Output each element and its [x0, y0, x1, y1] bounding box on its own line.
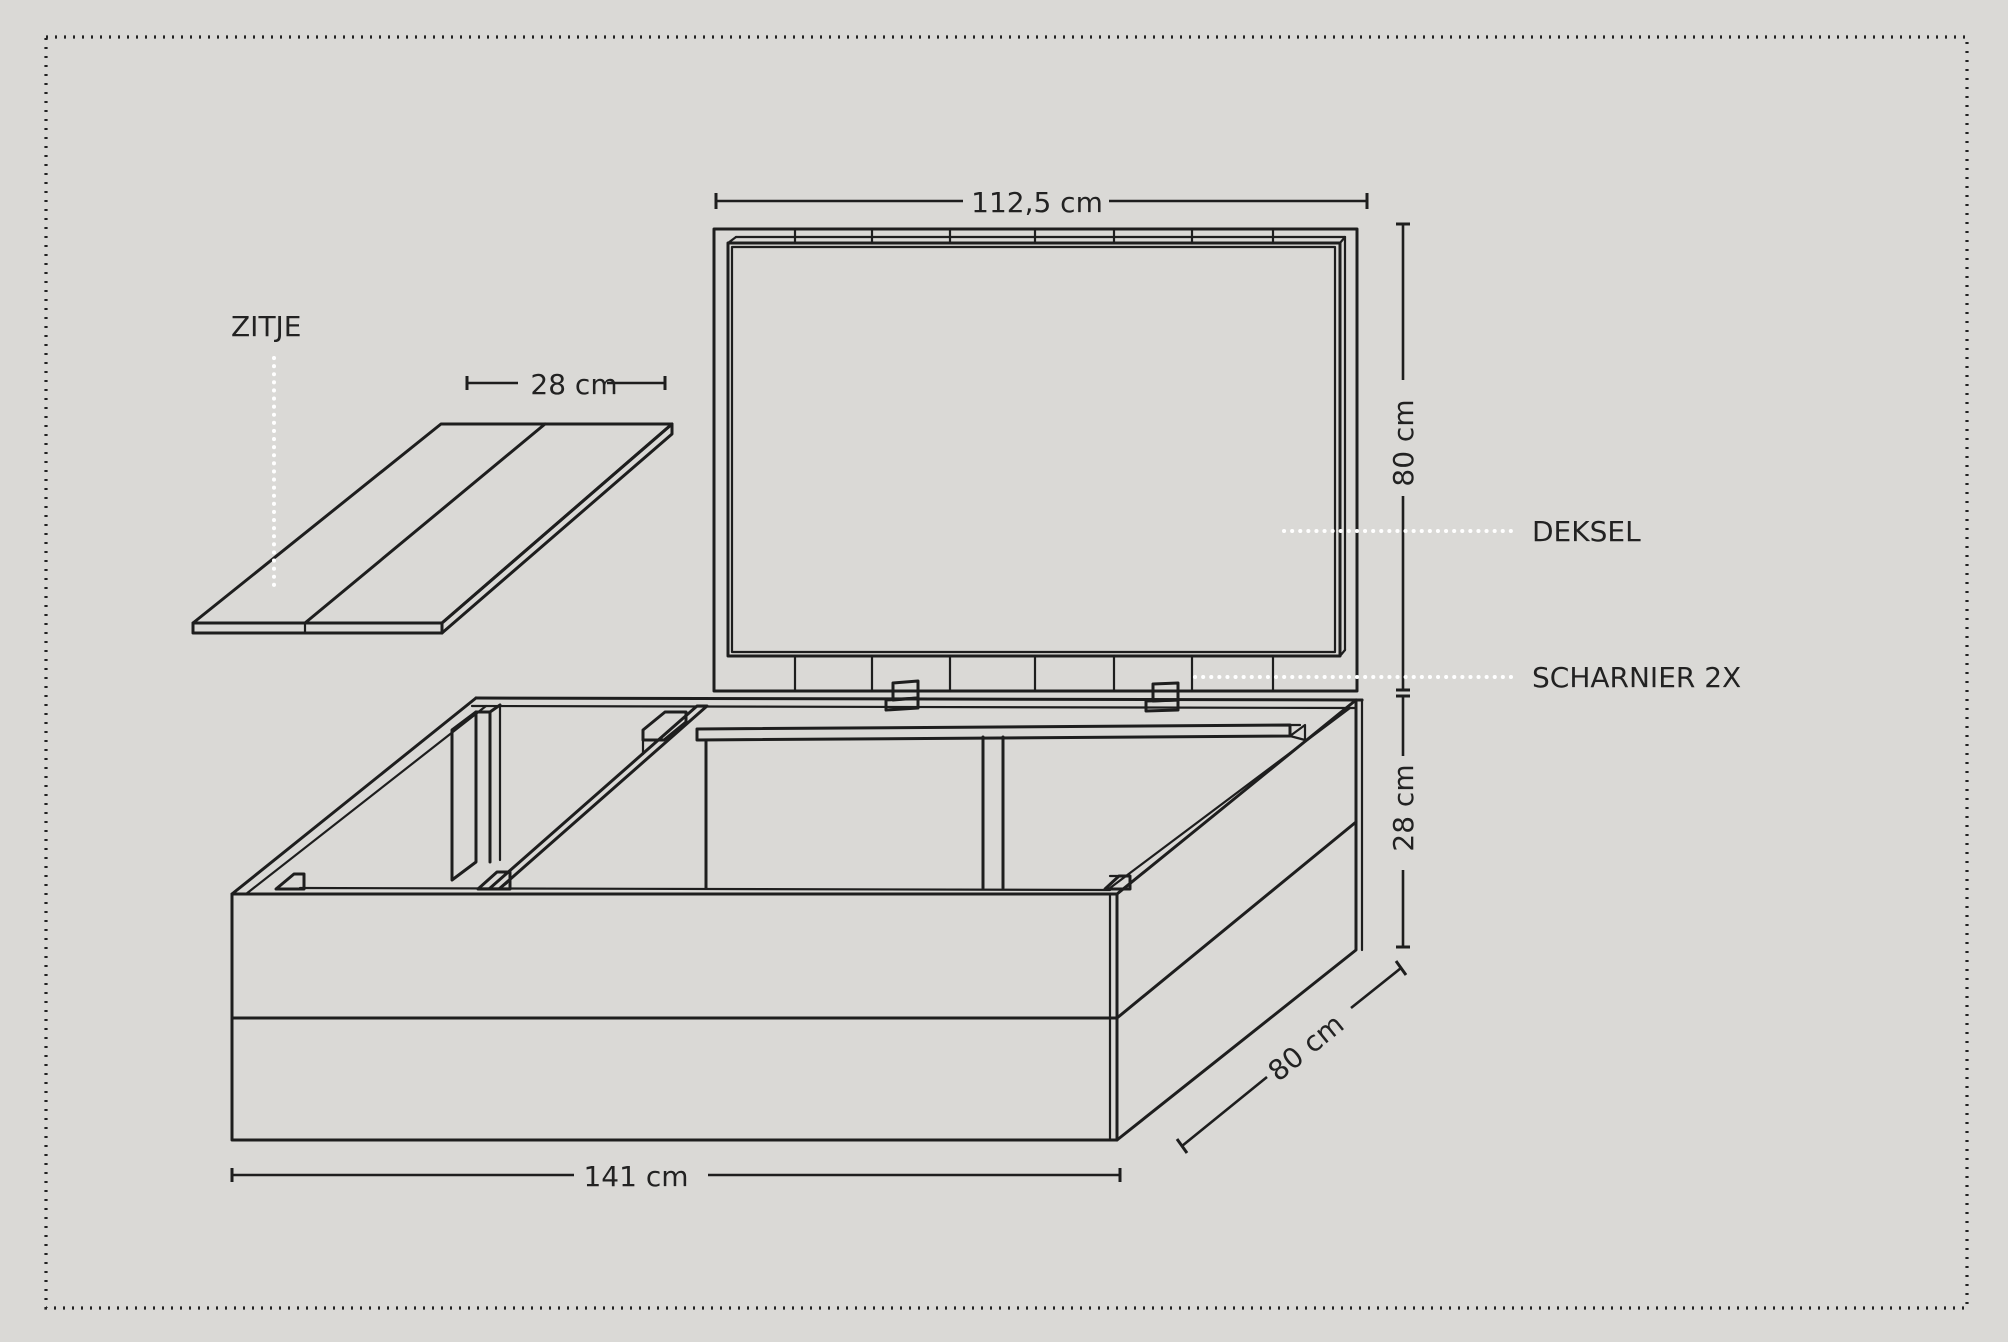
callout-seat: ZITJE — [231, 310, 302, 587]
lid-bottom-slats — [793, 654, 1275, 693]
dim-lid-height-label: 80 cm — [1387, 399, 1420, 486]
hinge-left — [884, 679, 920, 712]
storage-box — [230, 696, 1364, 1142]
dim-box-depth-label: 80 cm — [1262, 1007, 1351, 1088]
seat-panel — [191, 422, 674, 635]
dim-box-height-label: 28 cm — [1387, 764, 1420, 851]
dim-seat-width: 28 cm — [465, 368, 667, 401]
lid-panel — [712, 227, 1359, 693]
callout-lid-label: DEKSEL — [1532, 515, 1641, 548]
dotted-border — [44, 35, 1969, 1310]
dim-box-length: 141 cm — [230, 1160, 1122, 1193]
dim-box-height: 28 cm — [1387, 694, 1420, 949]
dim-box-depth: 80 cm — [1175, 960, 1408, 1154]
callout-seat-label: ZITJE — [231, 310, 302, 343]
dim-lid-width: 112,5 cm — [714, 186, 1369, 219]
callout-hinge: SCHARNIER 2X — [1193, 661, 1741, 694]
dim-box-length-label: 141 cm — [583, 1160, 688, 1193]
callout-lid: DEKSEL — [1282, 515, 1641, 548]
dim-lid-height: 80 cm — [1387, 222, 1420, 692]
dim-lid-width-label: 112,5 cm — [971, 186, 1103, 219]
callout-hinge-label: SCHARNIER 2X — [1532, 661, 1741, 694]
dim-seat-width-label: 28 cm — [530, 368, 617, 401]
lid-top-slats — [793, 227, 1275, 245]
